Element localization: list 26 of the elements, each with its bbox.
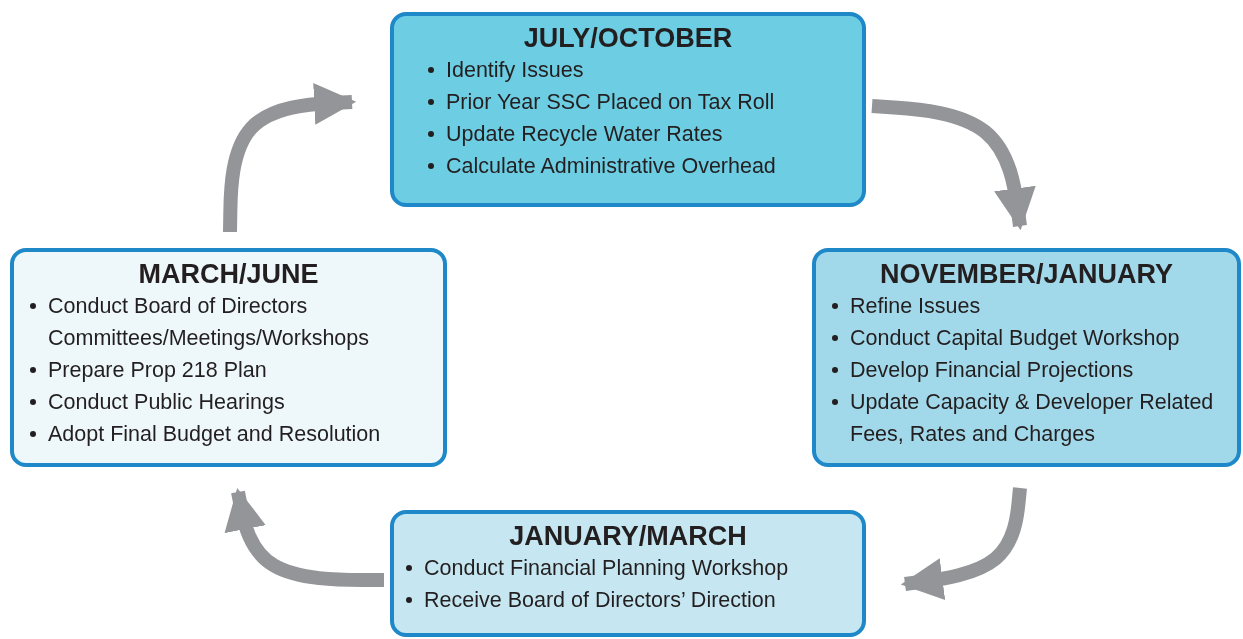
stage-heading: MARCH/JUNE	[137, 258, 320, 290]
stage-box	[812, 248, 1241, 467]
stage-heading: JANUARY/MARCH	[508, 520, 748, 552]
bullet-item: Receive Board of Directors’ Direction	[424, 588, 776, 612]
stage-box	[390, 510, 866, 637]
curved-arrow	[900, 487, 1027, 600]
bullet-item: Refine Issues	[850, 294, 981, 318]
stage-box	[390, 12, 866, 207]
stage-box	[10, 248, 447, 467]
curved-arrow	[871, 99, 1036, 231]
bullet-item: Update Capacity & Developer Related Fees, Rates and Charges	[850, 390, 1214, 446]
bullet-item: Conduct Board of Directors Committees/Meetings/Workshops	[48, 294, 370, 350]
bullet-item: Prior Year SSC Placed on Tax Roll	[446, 90, 775, 114]
bullet-item: Prepare Prop 218 Plan	[48, 358, 267, 382]
bullet-item: Adopt Final Budget and Resolution	[48, 422, 381, 446]
bullet-item: Conduct Public Hearings	[48, 390, 285, 414]
stage-heading: NOVEMBER/JANUARY	[878, 258, 1174, 290]
bullet-item: Calculate Administrative Overhead	[446, 154, 776, 178]
bullet-item: Develop Financial Projections	[850, 358, 1134, 382]
curved-arrow	[224, 487, 384, 587]
bullet-item: Update Recycle Water Rates	[446, 122, 723, 146]
stage-heading: JULY/OCTOBER	[522, 22, 734, 54]
curved-arrow	[223, 82, 357, 233]
bullet-item: Conduct Capital Budget Workshop	[850, 326, 1180, 350]
bullet-item: Conduct Financial Planning Workshop	[424, 556, 789, 580]
bullet-item: Identify Issues	[446, 58, 584, 82]
